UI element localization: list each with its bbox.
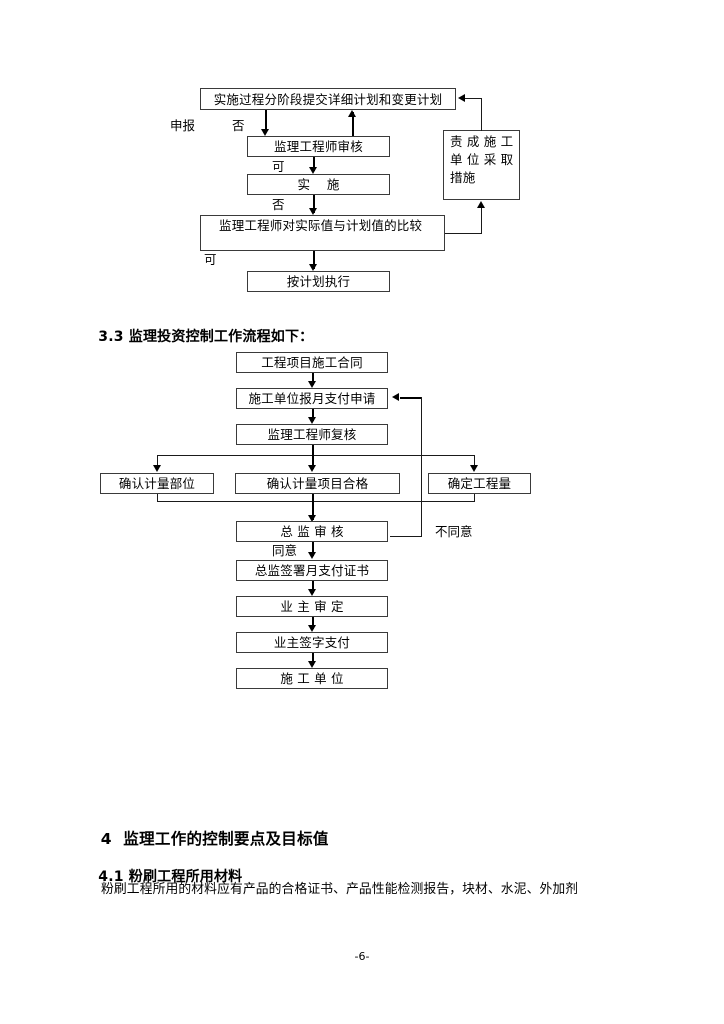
- flow1-arrow-submit-to-review: [261, 129, 269, 136]
- flow2-box-payment-application: 施工单位报月支付申请: [236, 388, 388, 409]
- flow1-line-compare-to-execute: [313, 251, 315, 269]
- flow1-box-engineer-review: 监理工程师审核: [247, 136, 390, 157]
- flow2-line-fanout-left: [157, 455, 158, 469]
- flow2-box-confirm-qualified: 确认计量项目合格: [235, 473, 400, 494]
- flow1-arrow-review-to-implement: [309, 167, 317, 174]
- section-3-3-heading: 3.3 监理投资控制工作流程如下：: [78, 307, 313, 367]
- section-3-3-number: 3.3: [98, 329, 124, 345]
- flow2-line-return-to-application: [400, 397, 422, 399]
- flow2-arrow-to-confirm-position: [153, 465, 161, 472]
- flow2-line-merge-left: [157, 494, 158, 501]
- flow2-arrow-to-determine-quantity: [470, 465, 478, 472]
- flow2-box-chief-sign-certificate: 总监签署月支付证书: [236, 560, 388, 581]
- flow1-box-corrective-action: 责 成 施 工 单 位 采 取 措施: [443, 130, 520, 200]
- section-4-title: 监理工作的控制要点及目标值: [123, 830, 329, 848]
- flow2-label-agree: 同意: [272, 543, 298, 558]
- flowchart-investment-control: 工程项目施工合同 施工单位报月支付申请 监理工程师复核 确认计量部位 确: [100, 352, 531, 689]
- flow2-line-certificate-to-owner: [312, 581, 314, 593]
- flow1-arrow-corrective-to-submit: [458, 94, 465, 102]
- section-4-heading: 4 监理工作的控制要点及目标值: [78, 806, 329, 872]
- flow1-label-no-1: 否: [232, 118, 245, 133]
- flow2-label-disagree: 不同意: [435, 524, 473, 539]
- flow1-line-corrective-to-submit: [465, 98, 482, 99]
- flow2-line-sign-to-unit: [312, 653, 314, 665]
- flow1-label-apply: 申报: [170, 118, 196, 133]
- flow2-box-chief-review: 总 监 审 核: [236, 521, 388, 542]
- flow1-box-compare: 监理工程师对实际值与计划值的比较: [200, 215, 445, 251]
- flow2-line-merge-right: [474, 494, 475, 501]
- flow2-box-engineer-recheck: 监理工程师复核: [236, 424, 388, 445]
- flow2-line-merge-center: [312, 494, 314, 520]
- flow1-line-corrective-up: [481, 98, 482, 131]
- flow2-box-confirm-position: 确认计量部位: [100, 473, 214, 494]
- flow1-label-yes-1: 可: [272, 159, 285, 174]
- flow2-arrow-return-to-application: [392, 393, 399, 401]
- flow2-box-owner-approve: 业 主 审 定: [236, 596, 388, 617]
- section-3-3-title: 监理投资控制工作流程如下：: [128, 329, 314, 345]
- flow1-line-review-to-implement: [313, 157, 315, 171]
- flow1-arrow-compare-to-execute: [309, 264, 317, 271]
- flow2-arrow-to-chief-review: [308, 515, 316, 522]
- flow1-arrow-to-corrective-action: [477, 201, 485, 208]
- flow1-label-no-2: 否: [272, 197, 285, 212]
- flow1-line-compare-right: [445, 233, 482, 234]
- flow1-label-yes-2: 可: [204, 252, 217, 267]
- flow2-line-disagree-vertical: [421, 397, 422, 536]
- flow1-box-execute-plan: 按计划执行: [247, 271, 390, 292]
- flow2-line-fanout-center: [312, 455, 314, 469]
- flow2-line-fanout-right: [474, 455, 475, 469]
- flow2-arrow-to-confirm-qualified: [308, 465, 316, 472]
- flow2-line-application-to-recheck: [312, 409, 314, 421]
- flow2-line-contract-to-application: [312, 373, 314, 385]
- flow2-arrow-owner-to-sign: [308, 625, 316, 632]
- section-4-1-number: 4.1: [98, 869, 124, 885]
- flow2-arrow-review-to-certificate: [308, 552, 316, 559]
- flow2-box-construction-unit: 施 工 单 位: [236, 668, 388, 689]
- section-4-1-heading: 4.1 粉刷工程所用材料: [78, 847, 242, 907]
- section-4-1-paragraph: 粉刷工程所用的材料应有产品的合格证书、产品性能检测报告，块材、水泥、外加剂: [101, 882, 579, 897]
- flow2-arrow-application-to-recheck: [308, 417, 316, 424]
- section-4-number: 4: [100, 830, 112, 848]
- flow2-box-owner-sign-pay: 业主签字支付: [236, 632, 388, 653]
- flow2-arrow-contract-to-application: [308, 381, 316, 388]
- flow1-arrow-implement-to-compare: [309, 208, 317, 215]
- flow2-box-contract: 工程项目施工合同: [236, 352, 388, 373]
- flow1-line-implement-to-compare: [313, 195, 315, 213]
- flow1-line-review-to-submit: [352, 112, 354, 137]
- flow2-line-merge-horizontal: [157, 501, 475, 502]
- flow2-line-owner-to-sign: [312, 617, 314, 629]
- page-number: -6-: [354, 950, 370, 963]
- flow2-line-fanout: [157, 455, 474, 456]
- section-4-1-title: 粉刷工程所用材料: [128, 869, 243, 885]
- flow1-box-submit-plan: 实施过程分阶段提交详细计划和变更计划: [200, 88, 456, 110]
- flow2-line-disagree-horizontal: [390, 536, 422, 537]
- flow1-line-submit-to-review: [265, 110, 267, 132]
- flow2-line-review-to-certificate: [312, 542, 314, 556]
- flow1-arrow-review-to-submit: [348, 110, 356, 117]
- flow1-box-implement: 实 施: [247, 174, 390, 195]
- flowchart-schedule-control: 实施过程分阶段提交详细计划和变更计划 申报 否 监理工程师审核 可 实 施 否 …: [0, 0, 724, 300]
- flow2-arrow-sign-to-unit: [308, 661, 316, 668]
- flow2-line-recheck-down: [312, 445, 314, 455]
- flow2-box-determine-quantity: 确定工程量: [428, 473, 531, 494]
- flow1-line-right-up: [481, 208, 482, 234]
- flow2-arrow-certificate-to-owner: [308, 589, 316, 596]
